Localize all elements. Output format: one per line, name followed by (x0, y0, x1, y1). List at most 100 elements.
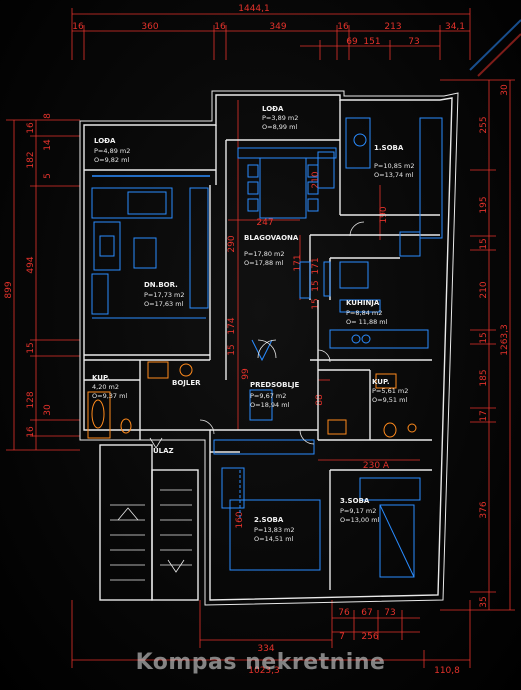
dim-top-seg-6: 34,1 (445, 22, 465, 32)
room-perimeter-kup-right: O=9,51 ml (372, 396, 407, 404)
staircase (110, 489, 192, 581)
dim-bottom-right: 110,8 (434, 666, 460, 676)
dim-inner-3: 174 (227, 317, 237, 334)
dim-top-sub-1: 151 (363, 37, 380, 47)
dim-right-seg-8: 35 (479, 596, 489, 607)
room-area-blagovaona: P=17,80 m2 (244, 250, 285, 258)
dim-right-seg-2: 15 (479, 238, 489, 249)
room-area-kuhinja: P=8,84 m2 (346, 309, 382, 317)
dim-bottom-sub-a-2: 73 (384, 608, 395, 618)
dim-inner-1: 290 (227, 235, 237, 252)
dim-right-seg-5: 185 (479, 369, 489, 386)
dim-right-seg-6: 17 (479, 410, 489, 421)
room-area-kup-left: 4,20 m2 (92, 383, 119, 391)
dim-left-seg-2: 494 (26, 256, 36, 273)
dim-right-seg-7: 376 (479, 501, 489, 518)
room-labels: LOĐA P=4,89 m2 O=9,82 ml LOĐA P=3,89 m2 … (92, 105, 415, 543)
room-area-kup-right: P=5,61 m2 (372, 387, 408, 395)
dim-inner-8: 15 (311, 298, 321, 309)
room-name-kup-right: KUP. (372, 378, 390, 386)
room-area-dnevni: P=17,73 m2 (144, 291, 185, 299)
dim-inner-small-0: 230 A (363, 461, 390, 471)
dim-inner-4: 15 (227, 344, 237, 355)
dimension-lines (6, 8, 515, 668)
entrance-arrow-icon (149, 437, 163, 449)
room-name-kup-left: KUP. (92, 374, 110, 382)
dim-bottom-seg-0: 334 (257, 644, 274, 654)
dim-left-seg-0: 16 (26, 122, 36, 134)
room-perimeter-blagovaona: O=17,88 ml (244, 259, 284, 267)
room-name-bojler: BOJLER (172, 379, 201, 387)
room-area-soba2: P=13,83 m2 (254, 526, 295, 534)
dim-bottom-sub-b-0: 7 (339, 632, 345, 642)
dim-bottom-sub-a-0: 76 (338, 608, 350, 618)
room-area-loda-top: P=3,89 m2 (262, 114, 298, 122)
dim-inner-5: 171 (311, 257, 321, 274)
dim-inner-10: 88 (315, 394, 325, 406)
dim-right-seg-1: 195 (479, 196, 489, 213)
dim-top-sub-0: 69 (346, 37, 358, 47)
dim-inner-0: 247 (256, 218, 273, 228)
dim-right-seg-4: 15 (479, 332, 489, 343)
room-area-spavaca: P=10,85 m2 (374, 162, 415, 170)
dim-left-seg-4: 128 (26, 391, 36, 408)
dim-inner-12: 171 (293, 254, 303, 271)
room-area-predsoblje: P=9,67 m2 (250, 392, 286, 400)
room-name-predsoblje: PREDSOBLJE (250, 381, 300, 389)
room-perimeter-loda-left: O=9,82 ml (94, 156, 129, 164)
dim-top-total: 1444,1 (238, 4, 270, 14)
dim-top-seg-3: 349 (269, 22, 286, 32)
room-area-soba3: P=9,17 m2 (340, 507, 376, 515)
room-name-soba2: 2.SOBA (254, 516, 284, 524)
room-name-dnevni: DN.BOR. (144, 281, 178, 289)
furniture (91, 117, 443, 578)
room-perimeter-soba2: O=14,51 ml (254, 535, 294, 543)
dim-inner-6: 15 (311, 280, 321, 291)
dim-left-seg-3: 15 (26, 342, 36, 353)
dim-top-seg-5: 213 (384, 22, 401, 32)
watermark-text: Kompas nekretnine (135, 650, 386, 675)
dim-bottom-total: 1023,3 (248, 666, 280, 676)
dim-top-sub-2: 73 (408, 37, 419, 47)
dim-right-seg-0: 255 (479, 116, 489, 133)
dim-right-outer-0: 30 (500, 84, 510, 96)
room-perimeter-kuhinja: O= 11,88 ml (346, 318, 388, 326)
screen-glare (469, 19, 521, 77)
dim-top-seg-1: 360 (141, 22, 158, 32)
room-perimeter-spavaca: O=13,74 ml (374, 171, 414, 179)
room-name-soba3: 3.SOBA (340, 497, 370, 505)
room-name-kuhinja: KUHINJA (346, 299, 380, 307)
room-name-ulaz: ULAZ (153, 447, 174, 455)
dim-left-inner-2: 5 (43, 173, 53, 179)
dim-inner-9: 210 (311, 171, 321, 188)
dim-left-total: 899 (4, 281, 14, 298)
dim-right-seg-3: 210 (479, 281, 489, 298)
dim-left-inner-1: 14 (43, 139, 53, 151)
dim-left-inner-0: 8 (43, 113, 53, 119)
room-name-blagovaona: BLAGOVAONA (244, 234, 299, 242)
room-perimeter-soba3: O=13,00 ml (340, 516, 380, 524)
room-name-spavaca: 1.SOBA (374, 144, 404, 152)
room-name-loda-top: LOĐA (262, 105, 284, 113)
dim-bottom-sub-b-1: 256 (361, 632, 378, 642)
dim-top-seg-4: 16 (337, 22, 349, 32)
room-name-loda-left: LOĐA (94, 137, 116, 145)
dim-left-inner-3: 30 (43, 404, 53, 416)
dim-right-total: 1263,3 (500, 324, 510, 356)
room-perimeter-kup-left: O=9,37 ml (92, 392, 127, 400)
room-perimeter-loda-top: O=8,99 ml (262, 123, 297, 131)
dim-bottom-sub-a-1: 67 (361, 608, 372, 618)
sanitary-fixtures (87, 361, 417, 439)
dim-top-seg-2: 16 (214, 22, 226, 32)
door-swings (199, 221, 365, 445)
dim-inner-11: 160 (235, 511, 245, 528)
room-perimeter-predsoblje: O=18,94 ml (250, 401, 290, 409)
room-perimeter-dnevni: O=17,63 ml (144, 300, 184, 308)
dim-top-seg-0: 16 (72, 22, 84, 32)
room-area-loda-left: P=4,89 m2 (94, 147, 130, 155)
dim-left-seg-1: 182 (26, 151, 36, 168)
walls (79, 90, 459, 606)
dim-left-seg-5: 16 (26, 426, 36, 438)
